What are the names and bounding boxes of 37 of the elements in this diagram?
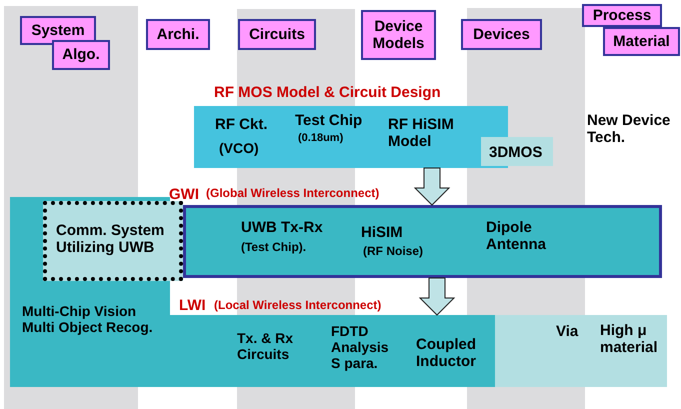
topic-label: Test Chip: [295, 112, 364, 130]
band-title: RF MOS Model & Circuit Design: [214, 84, 441, 102]
topic-label: Multi-Chip Vision Multi Object Recog.: [22, 303, 154, 336]
topic-label: (Test Chip).: [241, 241, 308, 255]
topic-label: Dipole Antenna: [486, 219, 547, 254]
topic-label: FDTD Analysis S para.: [331, 323, 390, 372]
topic-label: High μ material: [600, 322, 659, 356]
topic-label: HiSIM: [361, 224, 404, 242]
band-title: LWI: [179, 297, 206, 314]
topic-label: (0.18um): [298, 132, 344, 145]
note-text: New Device Tech.: [587, 112, 672, 146]
category-tag: System: [20, 16, 96, 45]
category-tag: Archi.: [146, 19, 210, 50]
topic-label: Tx. & Rx Circuits: [237, 330, 294, 362]
topic-label: (VCO): [219, 140, 260, 156]
topic-label: UWB Tx-Rx: [241, 219, 324, 236]
topic-label: 3DMOS: [489, 144, 544, 162]
band-title: GWI: [169, 186, 199, 204]
band-title: (Local Wireless Interconnect): [214, 299, 382, 313]
category-tag: Algo.: [52, 40, 110, 70]
topic-label: (RF Noise): [363, 245, 424, 259]
category-tag: Process: [582, 4, 662, 27]
topic-label: Comm. System Utilizing UWB: [56, 222, 166, 256]
topic-band: [481, 137, 553, 166]
category-tag: Device Models: [361, 10, 436, 60]
topic-label: Via: [556, 323, 580, 340]
band-title: (Global Wireless Interconnect): [206, 187, 380, 201]
category-tag: Devices: [461, 19, 542, 50]
topic-label: RF Ckt.: [215, 116, 268, 134]
topic-label: RF HiSIM Model: [388, 116, 455, 150]
block-arrow: [414, 168, 450, 206]
category-tag: Material: [603, 27, 680, 56]
category-tag: Circuits: [238, 19, 316, 50]
topic-label: Coupled Inductor: [416, 336, 477, 370]
block-arrow: [418, 278, 456, 316]
application-box: [43, 201, 183, 281]
topic-band: [495, 315, 667, 387]
